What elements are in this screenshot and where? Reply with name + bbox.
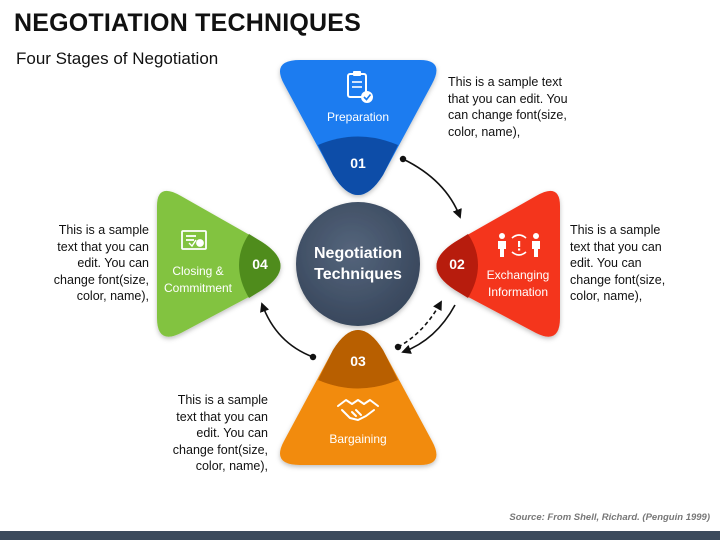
stage-closing-shape: [157, 190, 281, 337]
center-title-line-2: Techniques: [314, 266, 402, 283]
stage-preparation-tab: [318, 136, 398, 195]
description-closing: This is a sample text that you can edit.…: [54, 222, 149, 305]
stage-exchanging-label-2: Information: [488, 285, 548, 299]
exchange-people-icon: [498, 233, 540, 257]
stage-closing: [157, 190, 281, 337]
description-line: edit. You can: [570, 256, 642, 270]
page-subtitle: Four Stages of Negotiation: [16, 49, 219, 68]
stage-closing-label-2: Commitment: [164, 281, 233, 295]
stage-exchanging-shape: [436, 190, 560, 337]
stage-bargaining-tab: [318, 330, 398, 389]
clipboard-check-icon: [347, 71, 373, 103]
description-line: This is a sample: [177, 393, 268, 407]
stage-preparation-label: Preparation: [327, 110, 389, 124]
description-bargaining: This is a sample text that you can edit.…: [173, 392, 268, 475]
page-title: NEGOTIATION TECHNIQUES: [14, 9, 362, 37]
stage-closing-label-1: Closing &: [172, 264, 223, 278]
description-line: color, name),: [448, 124, 521, 139]
stage-closing-tab: [239, 234, 281, 298]
bottom-bar: [0, 531, 720, 540]
stage-preparation-number: 01: [350, 155, 366, 171]
stage-exchanging-number: 02: [449, 256, 465, 272]
stage-exchanging-label-1: Exchanging: [487, 268, 550, 282]
description-line: color, name),: [570, 289, 643, 303]
description-preparation: This is a sample text that you can edit.…: [448, 74, 568, 140]
description-line: color, name),: [76, 289, 149, 303]
stage-bargaining-label: Bargaining: [329, 432, 386, 446]
stage-bargaining: [279, 330, 437, 465]
stage-bargaining-number: 03: [350, 353, 366, 369]
description-line: edit. You can: [77, 256, 149, 270]
stage-exchanging: [436, 190, 560, 337]
arrow-03-to-02-dashed: [394, 300, 442, 351]
stage-bargaining-shape: [279, 330, 437, 465]
stage-exchanging-tab: [436, 234, 478, 298]
source-citation: Source: From Shell, Richard. (Penguin 19…: [509, 512, 710, 523]
description-line: This is a sample text: [448, 75, 562, 89]
stage-closing-number: 04: [252, 256, 268, 272]
description-line: text that you can: [57, 239, 149, 254]
arrow-03-to-04: [260, 302, 317, 361]
description-line: change font(size,: [53, 272, 149, 287]
description-line: text that you can: [570, 239, 662, 254]
description-line: This is a sample: [58, 223, 149, 237]
arrow-01-to-02: [399, 155, 462, 219]
description-line: This is a sample: [570, 223, 661, 237]
description-line: that you can edit. You: [448, 91, 568, 106]
center-title-line-1: Negotiation: [314, 245, 402, 262]
description-line: can change font(size,: [448, 108, 567, 122]
description-line: color, name),: [195, 459, 268, 473]
description-exchanging: This is a sample text that you can edit.…: [570, 222, 665, 305]
handshake-icon: [337, 399, 379, 421]
description-line: text that you can: [176, 409, 268, 424]
certificate-icon: [181, 230, 207, 250]
description-line: change font(size,: [570, 272, 666, 287]
center-circle: [296, 202, 420, 326]
stage-preparation: [279, 60, 437, 195]
arrow-02-to-03: [401, 304, 456, 354]
description-line: change font(size,: [172, 442, 268, 457]
stage-preparation-shape: [279, 60, 437, 195]
description-line: edit. You can: [196, 426, 268, 440]
